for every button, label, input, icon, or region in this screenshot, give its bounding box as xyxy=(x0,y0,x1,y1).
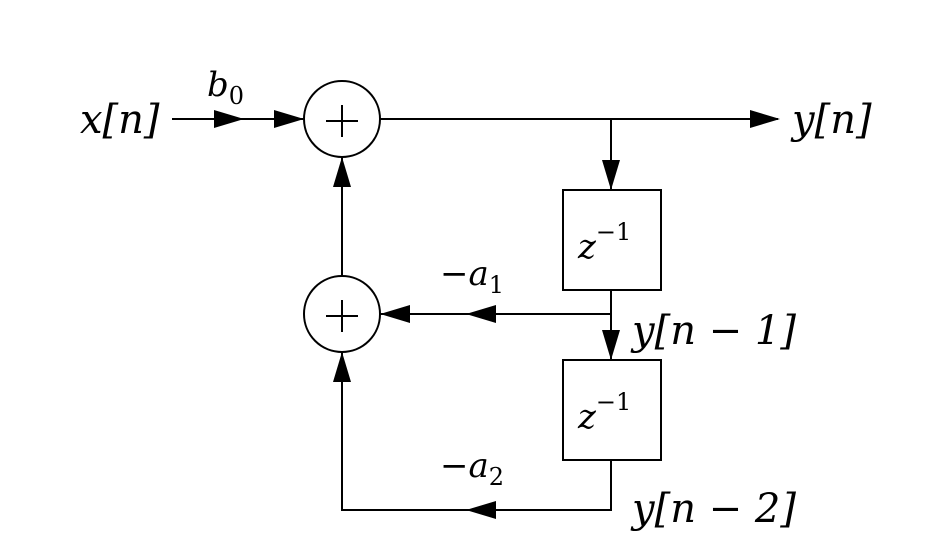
gain-a1-sub: 1 xyxy=(489,271,504,299)
gain-a2-sign: − xyxy=(440,446,469,486)
lower-adder-bottom-arrow xyxy=(333,352,351,382)
delay1-sup: −1 xyxy=(596,218,631,246)
input-label: x[n] xyxy=(80,97,160,143)
lower-adder-input-arrow xyxy=(380,305,410,323)
delay1-input-arrow xyxy=(602,160,620,190)
top-adder-bottom-arrow xyxy=(333,157,351,187)
tap1-label: y[n − 1] xyxy=(630,308,796,354)
delay-block-1-label: z−1 xyxy=(577,218,631,267)
delay2-input-arrow xyxy=(602,330,620,360)
top-adder xyxy=(303,80,381,158)
b0-gain-arrow xyxy=(214,110,244,128)
delay-block-2-box xyxy=(562,359,662,461)
delay-block-1-box xyxy=(562,189,662,291)
adder-input-arrow xyxy=(274,110,304,128)
gain-b0-sub: 0 xyxy=(229,82,244,110)
gain-a2-label: −a2 xyxy=(440,446,504,491)
output-label: y[n] xyxy=(790,97,872,143)
tap2-label: y[n − 2] xyxy=(630,486,796,532)
gain-a2-symbol: a xyxy=(469,446,489,486)
gain-a2-sub: 2 xyxy=(489,463,504,491)
delay-block-2-label: z−1 xyxy=(577,388,631,437)
gain-a1-symbol: a xyxy=(469,254,489,294)
gain-a1-sign: − xyxy=(440,254,469,294)
output-arrow xyxy=(750,110,780,128)
arrowheads xyxy=(214,110,780,519)
delay-block-1: z−1 xyxy=(562,189,662,291)
gain-b0-label: b0 xyxy=(207,65,244,110)
delay2-z: z xyxy=(577,397,597,437)
delay2-sup: −1 xyxy=(596,388,631,416)
a2-gain-arrow xyxy=(466,501,496,519)
a1-gain-arrow xyxy=(466,305,496,323)
gain-a1-label: −a1 xyxy=(440,254,504,299)
gain-b0-symbol: b xyxy=(207,65,229,105)
delay1-z: z xyxy=(577,227,597,267)
lower-adder xyxy=(303,275,381,353)
delay-block-2: z−1 xyxy=(562,359,662,461)
